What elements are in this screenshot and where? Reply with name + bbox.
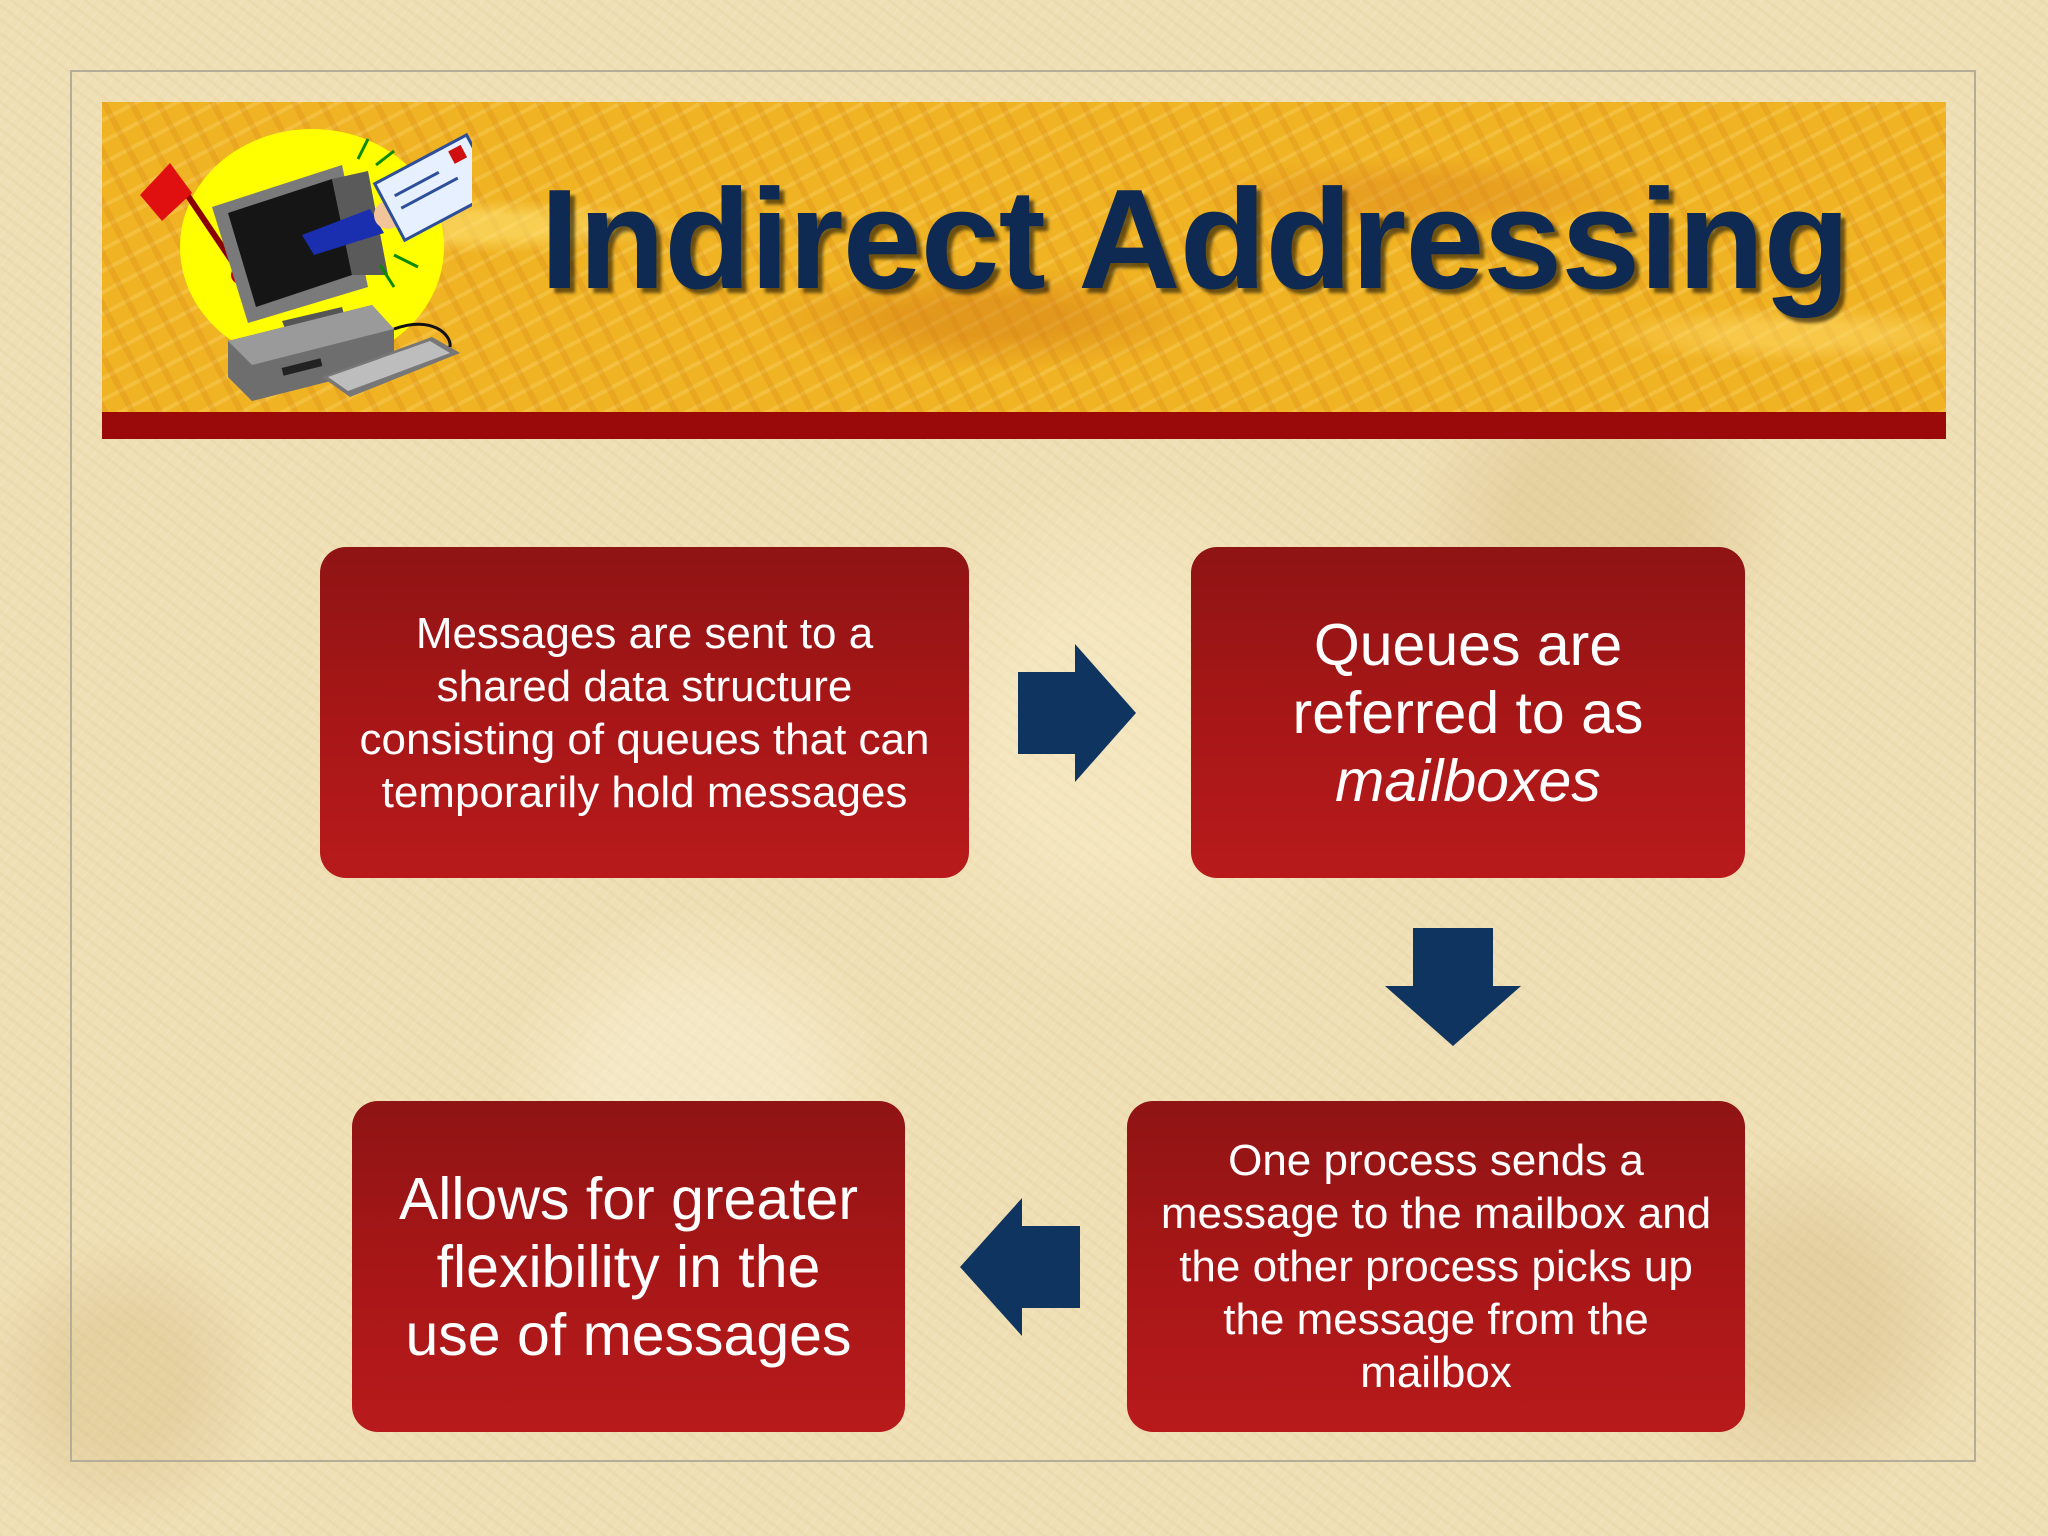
page-title: Indirect Addressing — [540, 160, 1850, 319]
mailboxes-line2: referred to as — [1292, 679, 1644, 746]
flow-box-flexibility-text: Allows for greater flexibility in the us… — [398, 1165, 859, 1368]
flow-box-send-receive-text: One process sends a message to the mailb… — [1160, 1136, 1712, 1397]
flow-box-shared-queues-text: Messages are sent to a shared data struc… — [359, 608, 930, 817]
flow-box-mailboxes-text: Queues are referred to as mailboxes — [1293, 611, 1644, 815]
slide-frame — [70, 70, 1976, 1462]
title-banner-underline — [102, 412, 1946, 439]
flow-box-flexibility: Allows for greater flexibility in the us… — [352, 1101, 905, 1432]
flow-box-mailboxes: Queues are referred to as mailboxes — [1191, 547, 1745, 878]
flow-box-shared-queues: Messages are sent to a shared data struc… — [320, 547, 969, 878]
computer-sending-mail-icon — [140, 129, 472, 401]
arrow-right-icon — [1018, 644, 1136, 782]
mailboxes-line1: Queues are — [1313, 611, 1623, 678]
arrow-left-icon — [960, 1198, 1080, 1336]
arrow-down-icon — [1385, 928, 1521, 1046]
mailboxes-emphasis: mailboxes — [1335, 747, 1601, 814]
flow-box-send-receive: One process sends a message to the mailb… — [1127, 1101, 1745, 1432]
